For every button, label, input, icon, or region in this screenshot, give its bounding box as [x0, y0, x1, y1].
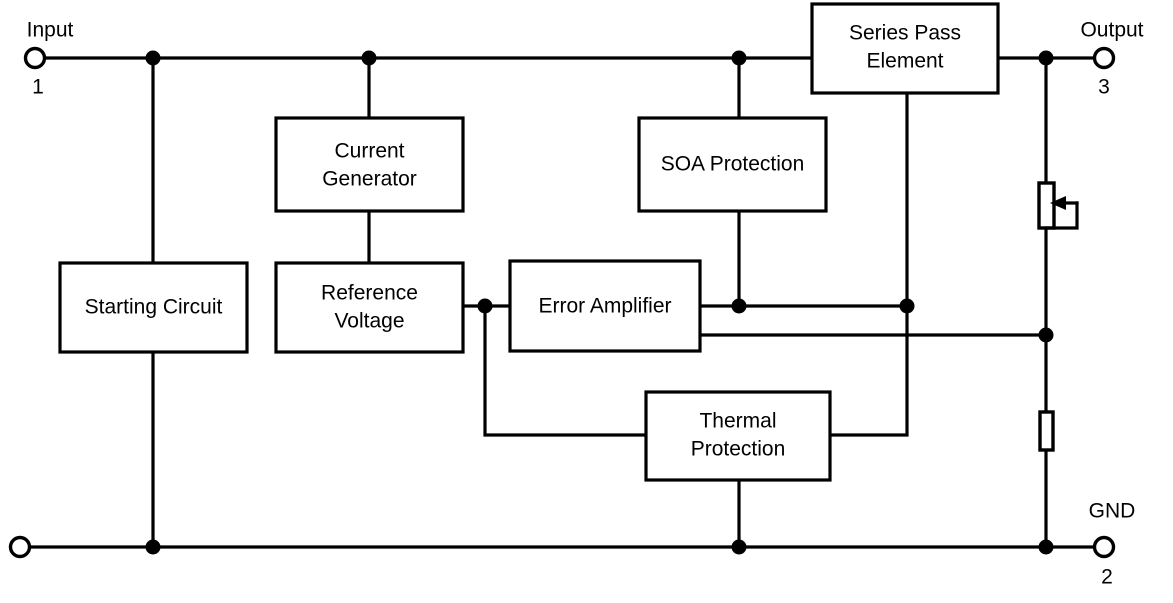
soa-protection-box[interactable]	[637, 116, 828, 213]
block-thermal-protection[interactable]: Thermal Protection	[644, 390, 832, 482]
terminal-ground-right[interactable]	[1092, 535, 1116, 559]
thermal-protection-label-line2: Protection	[691, 438, 786, 461]
feedback-resistor	[1038, 410, 1055, 452]
junction-output-node	[1038, 50, 1054, 66]
terminal-input-pin: 1	[32, 76, 44, 99]
thermal-protection-box[interactable]	[644, 390, 832, 482]
current-generator-box[interactable]	[274, 116, 465, 213]
junction-ground-thermal	[731, 539, 747, 555]
feedback-potentiometer	[1037, 181, 1079, 230]
junction-ground-starting-circuit	[145, 539, 161, 555]
terminal-ground-label: GND	[1089, 500, 1136, 523]
wire-reference-to-thermal	[483, 304, 648, 437]
block-reference-voltage[interactable]: Reference Voltage	[274, 261, 465, 354]
error-amplifier-box[interactable]	[508, 259, 702, 353]
potentiometer-body	[1037, 181, 1056, 230]
terminal-output[interactable]	[1092, 46, 1116, 70]
current-generator-label-line1: Current	[334, 140, 404, 163]
block-soa-protection[interactable]: SOA Protection	[637, 116, 828, 213]
junction-reference-output	[477, 298, 493, 314]
block-current-generator[interactable]: Current Generator	[274, 116, 465, 213]
reference-voltage-box[interactable]	[274, 261, 465, 354]
junction-input-soa	[731, 50, 747, 66]
junction-input-starting-circuit	[145, 50, 161, 66]
block-series-pass-element[interactable]: Series Pass Element	[810, 2, 1000, 95]
block-starting-circuit[interactable]: Starting Circuit	[58, 261, 249, 354]
terminal-ground-pin: 2	[1101, 566, 1113, 589]
current-generator-label-line2: Generator	[322, 168, 417, 191]
junction-ground-feedback	[1038, 539, 1054, 555]
series-pass-element-label-line2: Element	[866, 50, 943, 73]
error-amplifier-label: Error Amplifier	[538, 295, 671, 318]
potentiometer-wiper-arrow-icon	[1050, 196, 1066, 210]
terminal-input[interactable]	[23, 46, 47, 70]
thermal-protection-label-line1: Thermal	[699, 410, 776, 433]
series-pass-element-label-line1: Series Pass	[849, 22, 961, 45]
series-pass-element-box[interactable]	[810, 2, 1000, 95]
terminal-output-label: Output	[1080, 19, 1143, 42]
potentiometer-wiper-return	[1044, 201, 1079, 230]
junction-input-current-generator	[361, 50, 377, 66]
soa-protection-label: SOA Protection	[661, 153, 805, 176]
block-error-amplifier[interactable]: Error Amplifier	[508, 259, 702, 353]
starting-circuit-label: Starting Circuit	[85, 296, 223, 319]
terminal-output-pin: 3	[1098, 76, 1110, 99]
reference-voltage-label-line2: Voltage	[334, 310, 404, 333]
junction-feedback-sense	[1038, 327, 1054, 343]
junction-soa-error-amp	[731, 298, 747, 314]
junction-series-pass-control	[899, 298, 915, 314]
reference-voltage-label-line1: Reference	[321, 282, 418, 305]
wire-series-pass-control	[828, 91, 909, 437]
resistor-body	[1038, 410, 1055, 452]
starting-circuit-box[interactable]	[58, 261, 249, 354]
terminal-ground-left[interactable]	[8, 535, 32, 559]
terminal-input-label: Input	[27, 19, 74, 42]
